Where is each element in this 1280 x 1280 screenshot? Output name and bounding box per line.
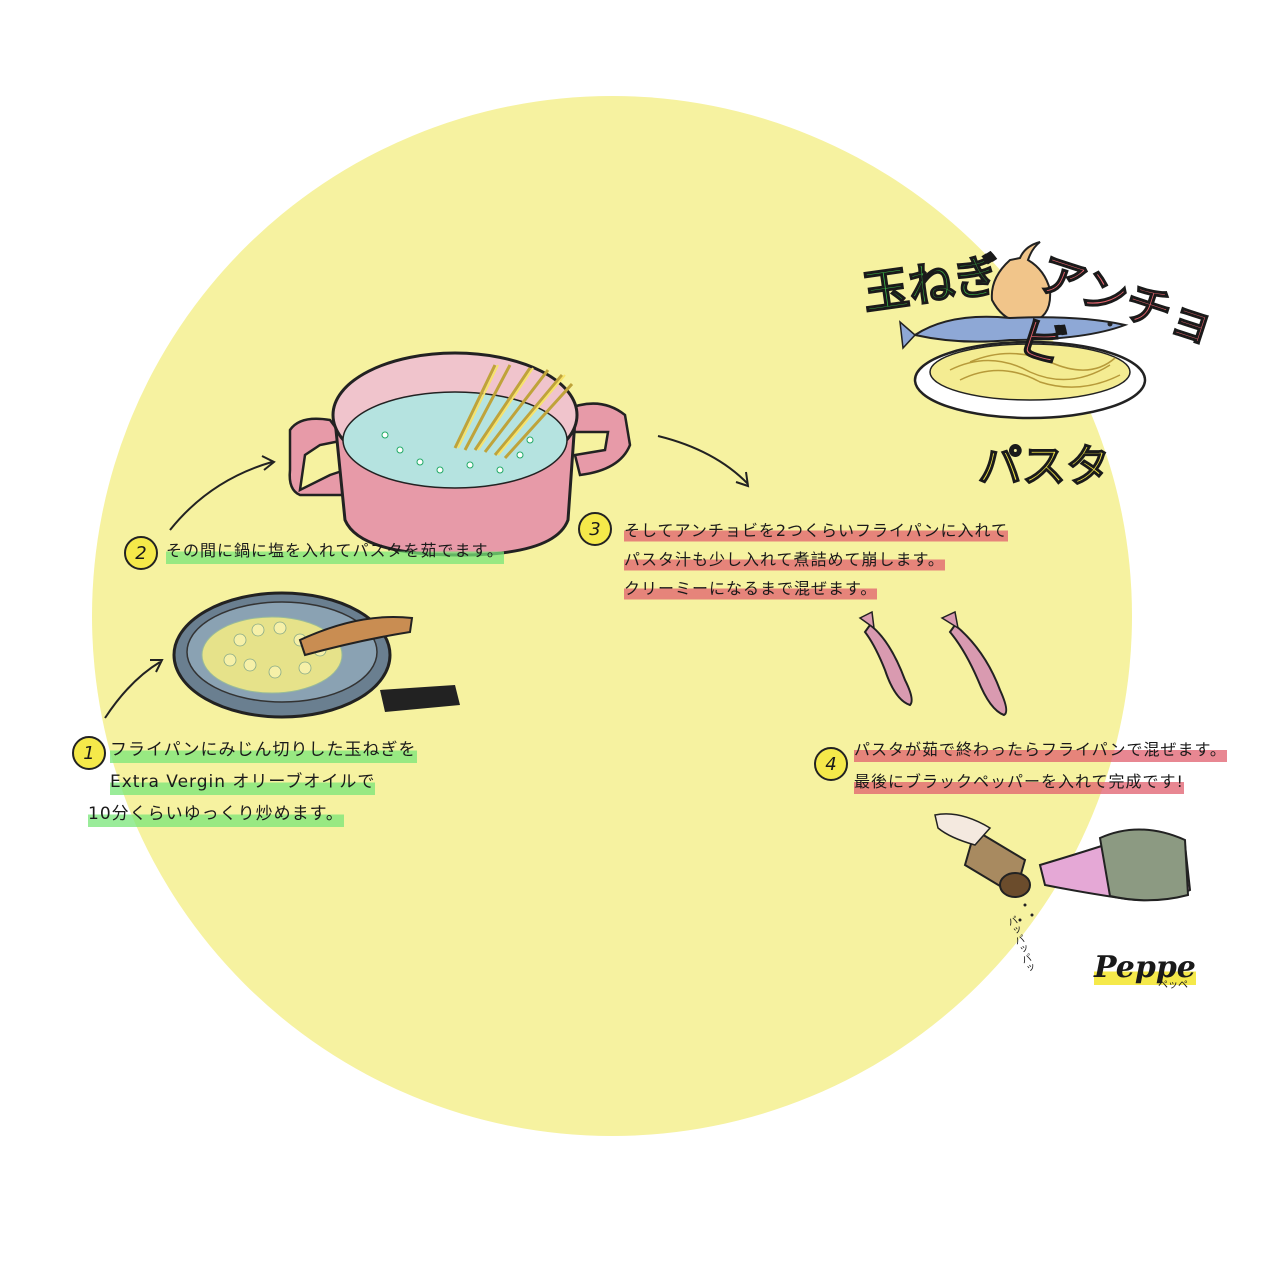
step-4-line-1: パスタが茹で終わったらフライパンで混ぜます。 [854, 734, 1227, 766]
step-3-line-1: そしてアンチョビを2つくらいフライパンに入れて [624, 516, 1009, 545]
step-3-number: 3 [578, 512, 612, 546]
pot-icon [288, 351, 632, 557]
step-3-line-2: パスタ汁も少し入れて煮詰めて崩します。 [624, 545, 945, 574]
step-3-text: そしてアンチョビを2つくらいフライパンに入れて パスタ汁も少し入れて煮詰めて崩し… [624, 516, 1009, 603]
frying-pan-icon [172, 591, 460, 719]
signature-name: Peppe [1094, 950, 1196, 985]
step-1-line-3: 10分くらいゆっくり炒めます。 [88, 798, 344, 830]
step-1-text: フライパンにみじん切りした玉ねぎを Extra Vergin オリーブオイルで … [88, 734, 417, 830]
signature-kana: ペッペ [1158, 980, 1188, 991]
step-1-line-2: Extra Vergin オリーブオイルで [110, 766, 376, 798]
pasta-plate-icon [899, 241, 1147, 420]
step-4-line-2: 最後にブラックペッパーを入れて完成です! [854, 766, 1184, 798]
step-3-line-3: クリーミーになるまで混ぜます。 [624, 574, 878, 603]
step-4-text: パスタが茹で終わったらフライパンで混ぜます。 最後にブラックペッパーを入れて完成… [854, 734, 1227, 798]
step-1-line-1: フライパンにみじん切りした玉ねぎを [110, 734, 417, 766]
title-pasta: パスタ [977, 440, 1111, 493]
step-1-number: 1 [72, 736, 106, 770]
anchovy-icon [858, 610, 1008, 717]
pepper-grinder-icon [934, 813, 1192, 922]
arrow-step2-to-step3 [169, 455, 276, 531]
step-4-number: 4 [814, 747, 848, 781]
signature: Peppe ペッペ [1094, 950, 1196, 991]
step-2-number: 2 [124, 536, 158, 570]
arrow-step3-to-step4 [657, 435, 750, 488]
step-2-line-1: その間に鍋に塩を入れてパスタを茹でます。 [166, 535, 504, 567]
step-2-text: その間に鍋に塩を入れてパスタを茹でます。 [166, 535, 504, 567]
arrow-step1-to-step2 [104, 659, 164, 719]
